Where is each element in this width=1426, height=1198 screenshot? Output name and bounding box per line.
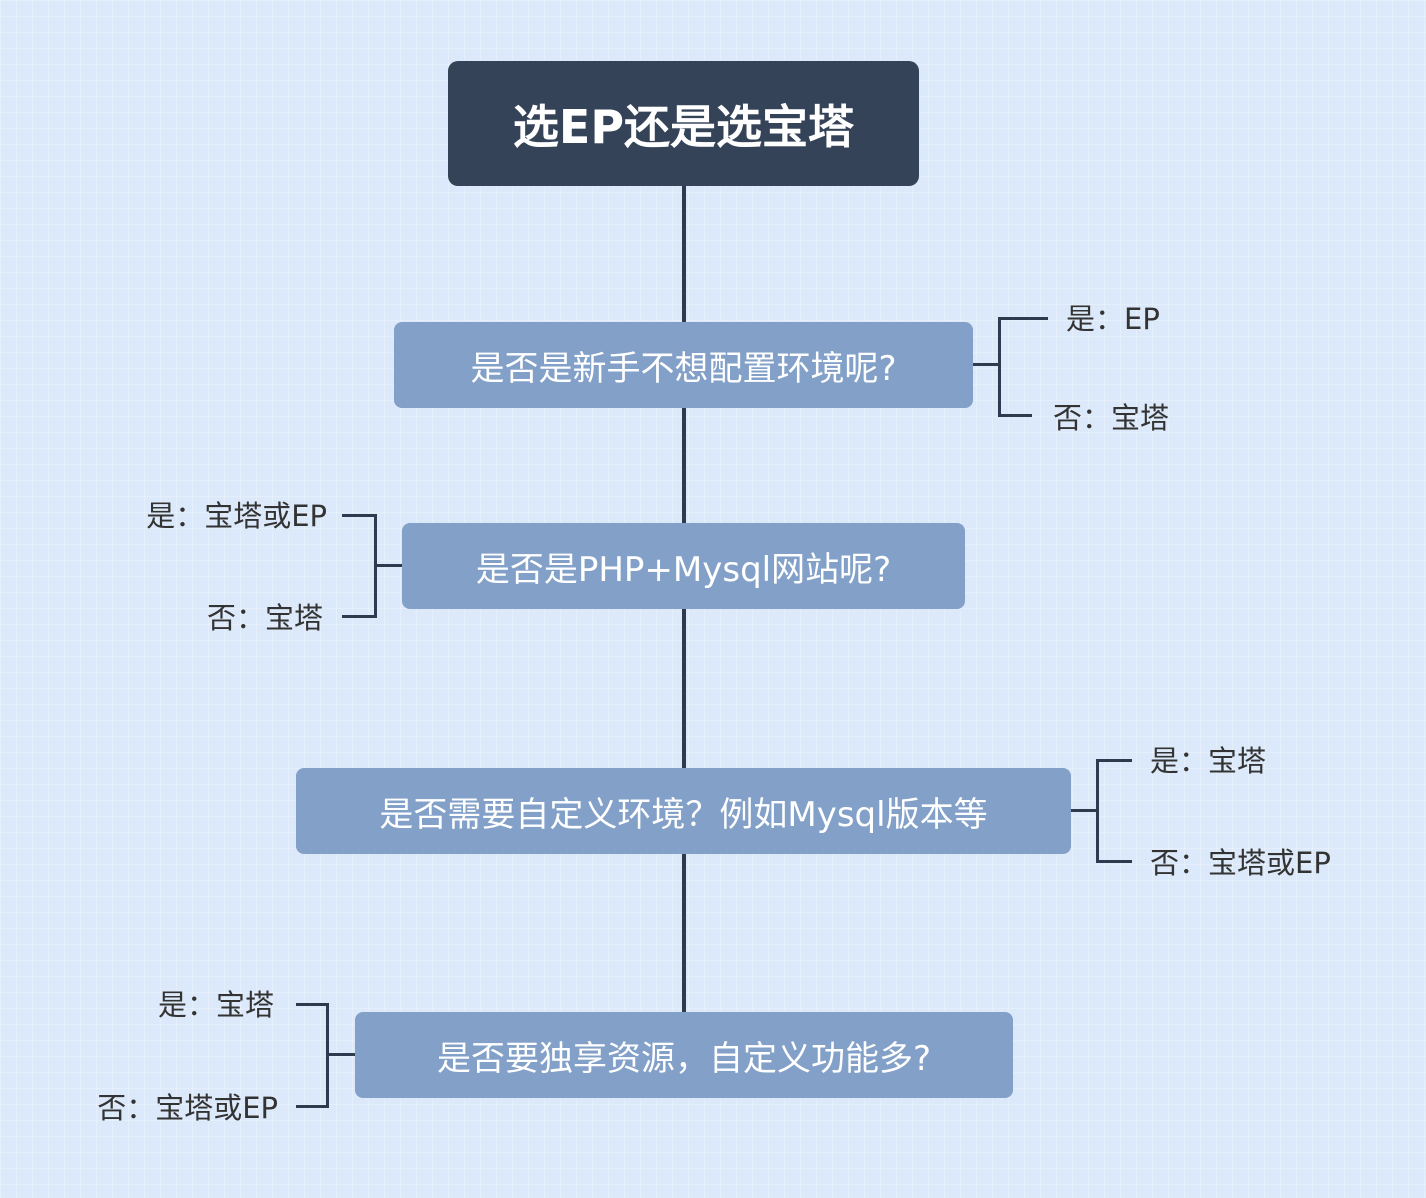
branch-line <box>973 363 1000 366</box>
branch-line <box>1096 860 1132 863</box>
answer-no-3: 否：宝塔或EP <box>1150 846 1331 880</box>
branch-line <box>328 1053 355 1056</box>
branch-line <box>998 414 1032 417</box>
answer-yes-2: 是：宝塔或EP <box>146 499 327 533</box>
branch-line <box>342 615 377 618</box>
branch-line <box>342 514 377 517</box>
question-node-3: 是否需要自定义环境？例如Mysql版本等 <box>296 768 1071 854</box>
answer-yes-1: 是：EP <box>1066 302 1160 336</box>
title-node: 选EP还是选宝塔 <box>448 61 919 186</box>
bracket-line <box>326 1003 329 1108</box>
branch-line <box>1071 809 1098 812</box>
bracket-line <box>998 317 1001 417</box>
answer-no-2: 否：宝塔 <box>206 601 323 635</box>
answer-yes-4: 是：宝塔 <box>157 988 274 1022</box>
bracket-line <box>1096 759 1099 863</box>
branch-line <box>998 317 1048 320</box>
question-node-4: 是否要独享资源，自定义功能多? <box>355 1012 1013 1098</box>
question-node-2: 是否是PHP+Mysql网站呢? <box>402 523 965 609</box>
branch-line <box>296 1105 329 1108</box>
question-node-1: 是否是新手不想配置环境呢? <box>394 322 973 408</box>
answer-no-4: 否：宝塔或EP <box>97 1091 278 1125</box>
answer-no-1: 否：宝塔 <box>1053 401 1170 435</box>
bracket-line <box>374 514 377 618</box>
answer-yes-3: 是：宝塔 <box>1150 744 1267 778</box>
branch-line <box>375 564 402 567</box>
branch-line <box>1096 759 1132 762</box>
branch-line <box>296 1003 329 1006</box>
